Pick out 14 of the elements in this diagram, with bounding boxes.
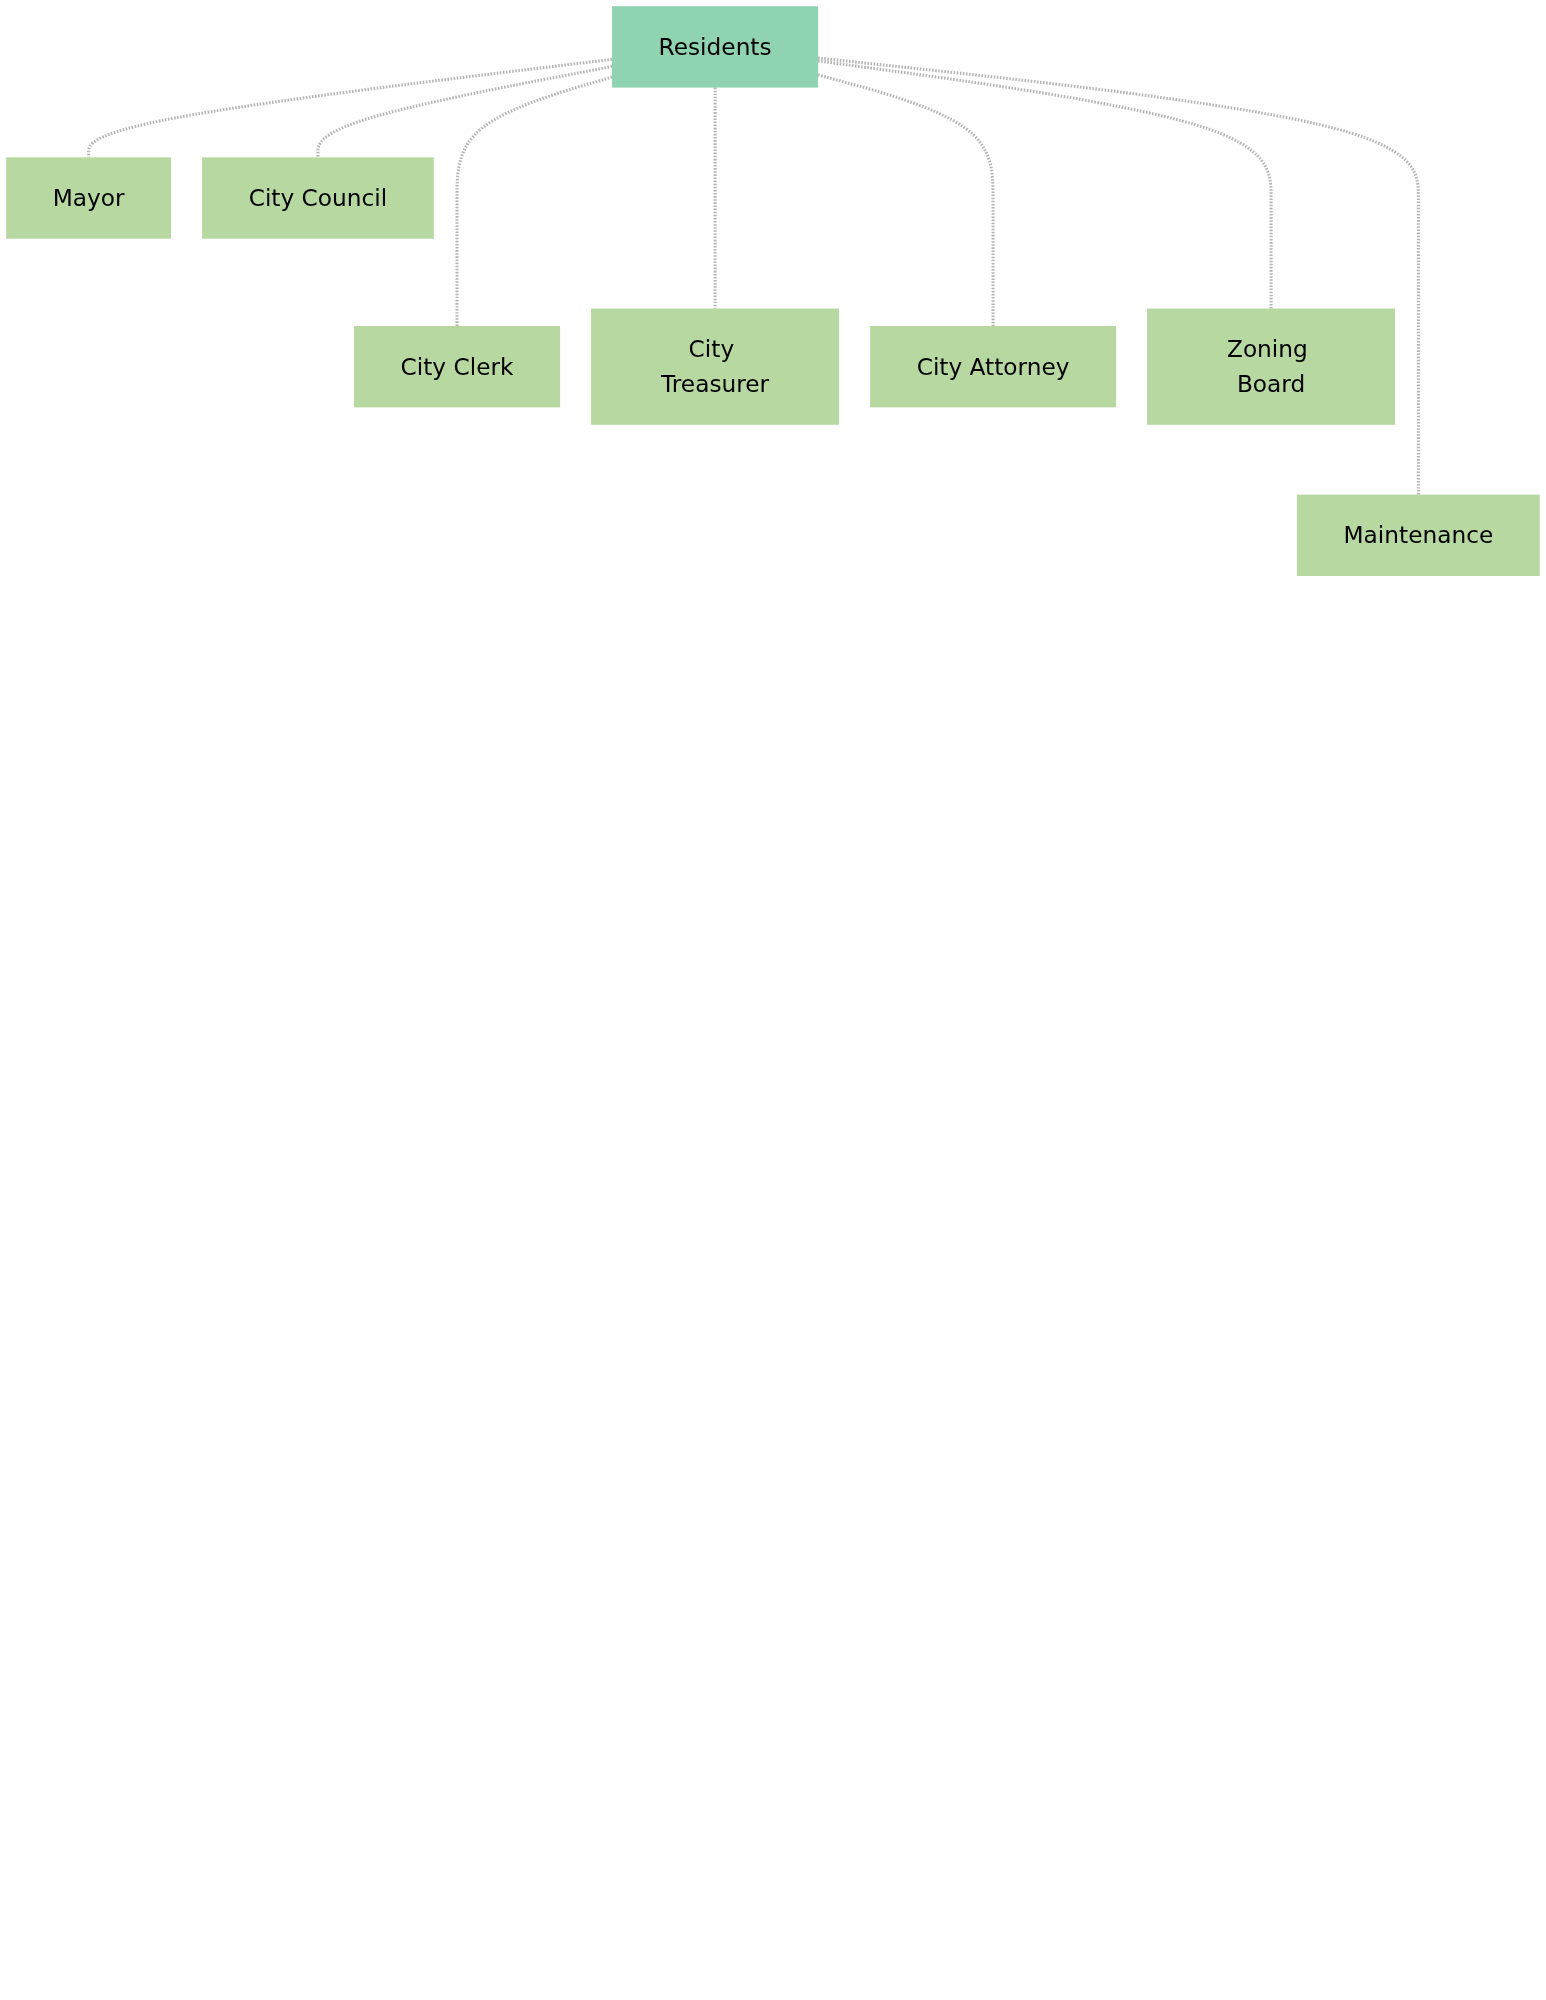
node-box: Residents — [612, 6, 819, 88]
node-box: Mayor — [6, 157, 172, 239]
connector — [87, 57, 613, 158]
node-box: City Clerk — [354, 325, 561, 408]
connector — [817, 56, 1420, 495]
node-box: Maintenance — [1297, 494, 1540, 576]
connector — [817, 73, 995, 326]
connector — [316, 65, 613, 158]
node-box: City Council — [202, 157, 434, 239]
node-box: City Attorney — [870, 325, 1117, 408]
connector — [713, 87, 717, 309]
connector — [455, 75, 613, 326]
node-box: City Treasurer — [591, 308, 840, 425]
node-box: Zoning Board — [1147, 308, 1396, 425]
